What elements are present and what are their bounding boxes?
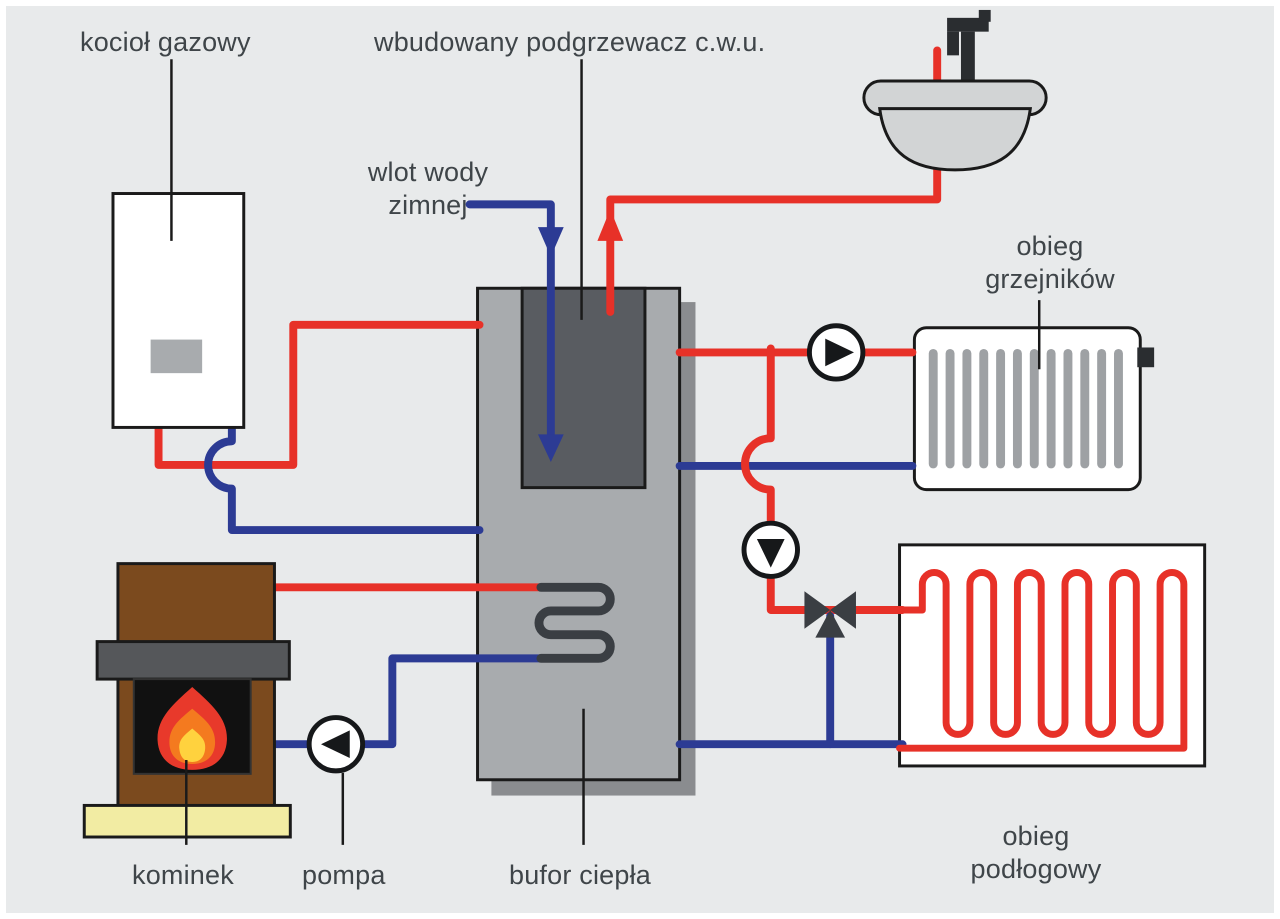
mixing-valve-icon xyxy=(804,591,856,638)
fireplace xyxy=(82,562,292,839)
gas-boiler-panel xyxy=(150,339,203,374)
flow-arrow-up-icon xyxy=(597,209,624,241)
floor-circuit-label: obieg podłogowy xyxy=(950,820,1122,886)
flow-arrow-down-icon xyxy=(537,434,564,462)
diagram-graphics xyxy=(82,9,1207,845)
pump-label: pompa xyxy=(302,860,386,890)
pump-icon-radiator xyxy=(806,323,866,382)
radiator-fins xyxy=(928,348,1123,469)
dhw-heater-inner-tank xyxy=(520,286,647,490)
hot-pipe-floor-branch xyxy=(741,344,907,614)
fireplace-label: kominek xyxy=(132,860,234,890)
gas-boiler-body xyxy=(111,192,246,429)
cold-pipe-inlet xyxy=(465,200,555,441)
floor-heating-loop xyxy=(896,569,1188,752)
cold-water-inlet-label: wlot wody zimnej xyxy=(358,156,498,222)
fireplace-mantel xyxy=(95,640,291,681)
flame-icon xyxy=(157,686,227,770)
heat-buffer-label: bufor ciepła xyxy=(509,860,651,890)
radiator-circuit-label: obieg grzejników xyxy=(964,230,1136,296)
faucet-icon xyxy=(947,9,991,83)
sink-bowl xyxy=(878,107,1032,172)
radiator xyxy=(912,326,1155,492)
floor-circuit-label-line2: podłogowy xyxy=(970,854,1102,884)
cold-water-inlet-label-line2: zimnej xyxy=(388,190,468,220)
gas-boiler-label: kocioł gazowy xyxy=(80,27,251,57)
gas-boiler xyxy=(111,192,246,429)
hot-pipe-boiler-loop xyxy=(154,320,484,469)
radiator-valve-tab xyxy=(1137,347,1155,368)
dhw-heater-label: wbudowany podgrzewacz c.w.u. xyxy=(374,27,766,57)
radiator-circuit-label-line1: obieg xyxy=(1016,231,1084,261)
cold-water-inlet-label-line1: wlot wody xyxy=(367,157,489,187)
cold-pipe-boiler-return xyxy=(204,411,484,535)
pump-icon-floor xyxy=(741,520,800,579)
flow-arrow-down-icon xyxy=(537,227,564,257)
pump-icon-fireplace xyxy=(306,715,366,774)
buffer-heat-exchanger-coil xyxy=(534,582,615,663)
sink xyxy=(862,9,1048,172)
radiator-circuit-label-line2: grzejników xyxy=(985,264,1115,294)
floor-circuit-label-line1: obieg xyxy=(1002,821,1070,851)
